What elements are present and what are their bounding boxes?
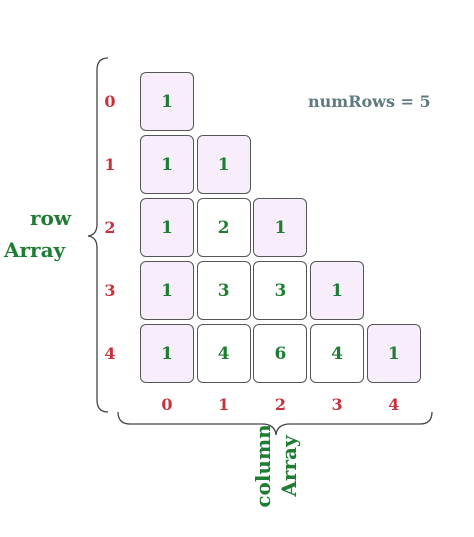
cell-r4-c2: 6 bbox=[253, 324, 308, 383]
row-index-2: 2 bbox=[104, 218, 116, 237]
column-index-1: 1 bbox=[218, 395, 230, 414]
row-index-1: 1 bbox=[104, 155, 116, 174]
column-index-0: 0 bbox=[161, 395, 173, 414]
column-label: column Array bbox=[250, 424, 302, 507]
cell-r3-c0: 1 bbox=[140, 261, 194, 320]
row-index-3: 3 bbox=[104, 281, 116, 300]
cell-r3-c3: 1 bbox=[310, 261, 365, 320]
column-index-2: 2 bbox=[274, 395, 286, 414]
column-brace bbox=[117, 411, 433, 436]
cell-r4-c4: 1 bbox=[366, 324, 421, 383]
cell-r2-c0: 1 bbox=[140, 198, 194, 257]
cell-r1-c0: 1 bbox=[140, 135, 194, 194]
cell-r3-c2: 3 bbox=[253, 261, 308, 320]
row-label-line2: Array bbox=[4, 238, 66, 262]
column-label-line2: Array bbox=[277, 435, 301, 497]
cell-r4-c3: 4 bbox=[310, 324, 365, 383]
column-index-4: 4 bbox=[388, 395, 400, 414]
num-rows-label: numRows = 5 bbox=[308, 92, 431, 111]
row-label-line1: row bbox=[30, 206, 72, 230]
column-index-3: 3 bbox=[331, 395, 343, 414]
cell-r2-c2: 1 bbox=[253, 198, 308, 257]
cell-r0-c0: 1 bbox=[140, 72, 194, 131]
cell-r3-c1: 3 bbox=[196, 261, 251, 320]
row-index-0: 0 bbox=[104, 92, 116, 111]
row-brace bbox=[87, 57, 109, 413]
cell-r4-c0: 1 bbox=[140, 324, 194, 383]
column-label-line1: column bbox=[251, 424, 275, 508]
row-index-4: 4 bbox=[104, 344, 116, 363]
cell-r4-c1: 4 bbox=[196, 324, 251, 383]
cell-r1-c1: 1 bbox=[196, 135, 251, 194]
cell-r2-c1: 2 bbox=[196, 198, 251, 257]
